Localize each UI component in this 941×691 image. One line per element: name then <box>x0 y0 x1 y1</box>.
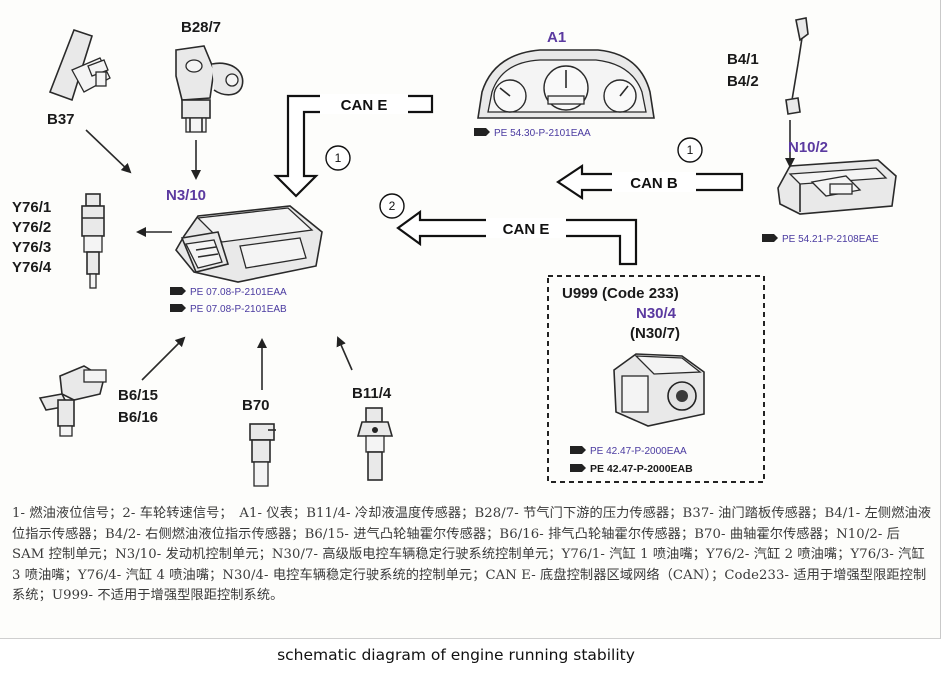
step-number-1-right: 1 <box>687 143 694 157</box>
label-y76-2: Y76/2 <box>12 219 51 236</box>
reference-hand-icon <box>170 128 778 472</box>
ref-n3-10-b: PE 07.08-P-2101EAB <box>190 304 287 315</box>
ref-a1: PE 54.30-P-2101EAA <box>494 128 591 139</box>
label-n30-4: N30/4 <box>636 305 677 322</box>
crankshaft-hall-sensor-icon <box>249 423 276 487</box>
can-e-top-label: CAN E <box>341 97 388 114</box>
label-b6-15: B6/15 <box>118 387 158 404</box>
label-u999: U999 (Code 233) <box>562 285 679 302</box>
label-b11-4: B11/4 <box>352 385 392 402</box>
can-e-top-pipe <box>273 94 434 198</box>
can-e-mid-pipe <box>396 209 638 266</box>
label-y76-1: Y76/1 <box>12 199 51 216</box>
label-b4-2: B4/2 <box>727 73 759 90</box>
caption: schematic diagram of engine running stab… <box>277 646 635 664</box>
can-e-mid-label: CAN E <box>503 221 550 238</box>
u999-dashed-boundary <box>547 275 765 483</box>
esp-control-unit-icon <box>613 353 705 427</box>
label-b28-7: B28/7 <box>181 19 221 36</box>
accelerator-pedal-sensor-icon <box>48 28 111 102</box>
label-a1: A1 <box>547 29 566 46</box>
can-b-pipe <box>556 163 744 201</box>
coolant-temperature-sensor-icon <box>356 407 394 481</box>
step-number-2: 2 <box>389 199 396 213</box>
diagram-frame: B28/7 A1 B4/1 B4/2 B37 N3/10 N10/2 Y76/1… <box>0 0 941 639</box>
label-y76-3: Y76/3 <box>12 239 51 256</box>
signal-arrows <box>85 120 795 390</box>
arrow-b11-to-ecu <box>336 336 353 371</box>
label-n10-2: N10/2 <box>788 139 828 156</box>
label-n3-10: N3/10 <box>166 187 206 204</box>
ref-n30-b: PE 42.47-P-2000EAB <box>590 463 693 475</box>
fuel-level-sensor-icon <box>785 17 809 115</box>
label-b4-1: B4/1 <box>727 51 759 68</box>
instrument-cluster-icon <box>477 49 655 119</box>
ref-n3-10-a: PE 07.08-P-2101EAA <box>190 287 287 298</box>
schematic-diagram: B28/7 A1 B4/1 B4/2 B37 N3/10 N10/2 Y76/1… <box>12 17 897 487</box>
pressure-sensor-icon <box>175 45 244 133</box>
arrow-b37-to-ecu <box>85 129 132 174</box>
rear-sam-control-unit-icon <box>777 159 897 215</box>
label-n30-7: (N30/7) <box>630 325 680 342</box>
legend-text: 1- 燃油液位信号；2- 车轮转速信号； A1- 仪表；B11/4- 冷却液温度… <box>12 506 932 604</box>
step-number-1-left: 1 <box>335 151 342 165</box>
can-b-label: CAN B <box>630 175 678 192</box>
step-circle-1-right <box>677 137 703 163</box>
fuel-injector-icon <box>81 193 105 289</box>
label-b37: B37 <box>47 111 75 128</box>
label-b70: B70 <box>242 397 270 414</box>
step-circle-2 <box>379 193 405 219</box>
camshaft-hall-sensor-icon <box>38 365 107 437</box>
arrow-b6-to-ecu <box>141 336 186 381</box>
engine-control-unit-icon <box>175 205 323 283</box>
ref-n30-a: PE 42.47-P-2000EAA <box>590 446 687 457</box>
label-b6-16: B6/16 <box>118 409 158 426</box>
ref-n10-2: PE 54.21-P-2108EAE <box>782 234 879 245</box>
step-circle-1-left <box>325 145 351 171</box>
label-y76-4: Y76/4 <box>12 259 52 276</box>
